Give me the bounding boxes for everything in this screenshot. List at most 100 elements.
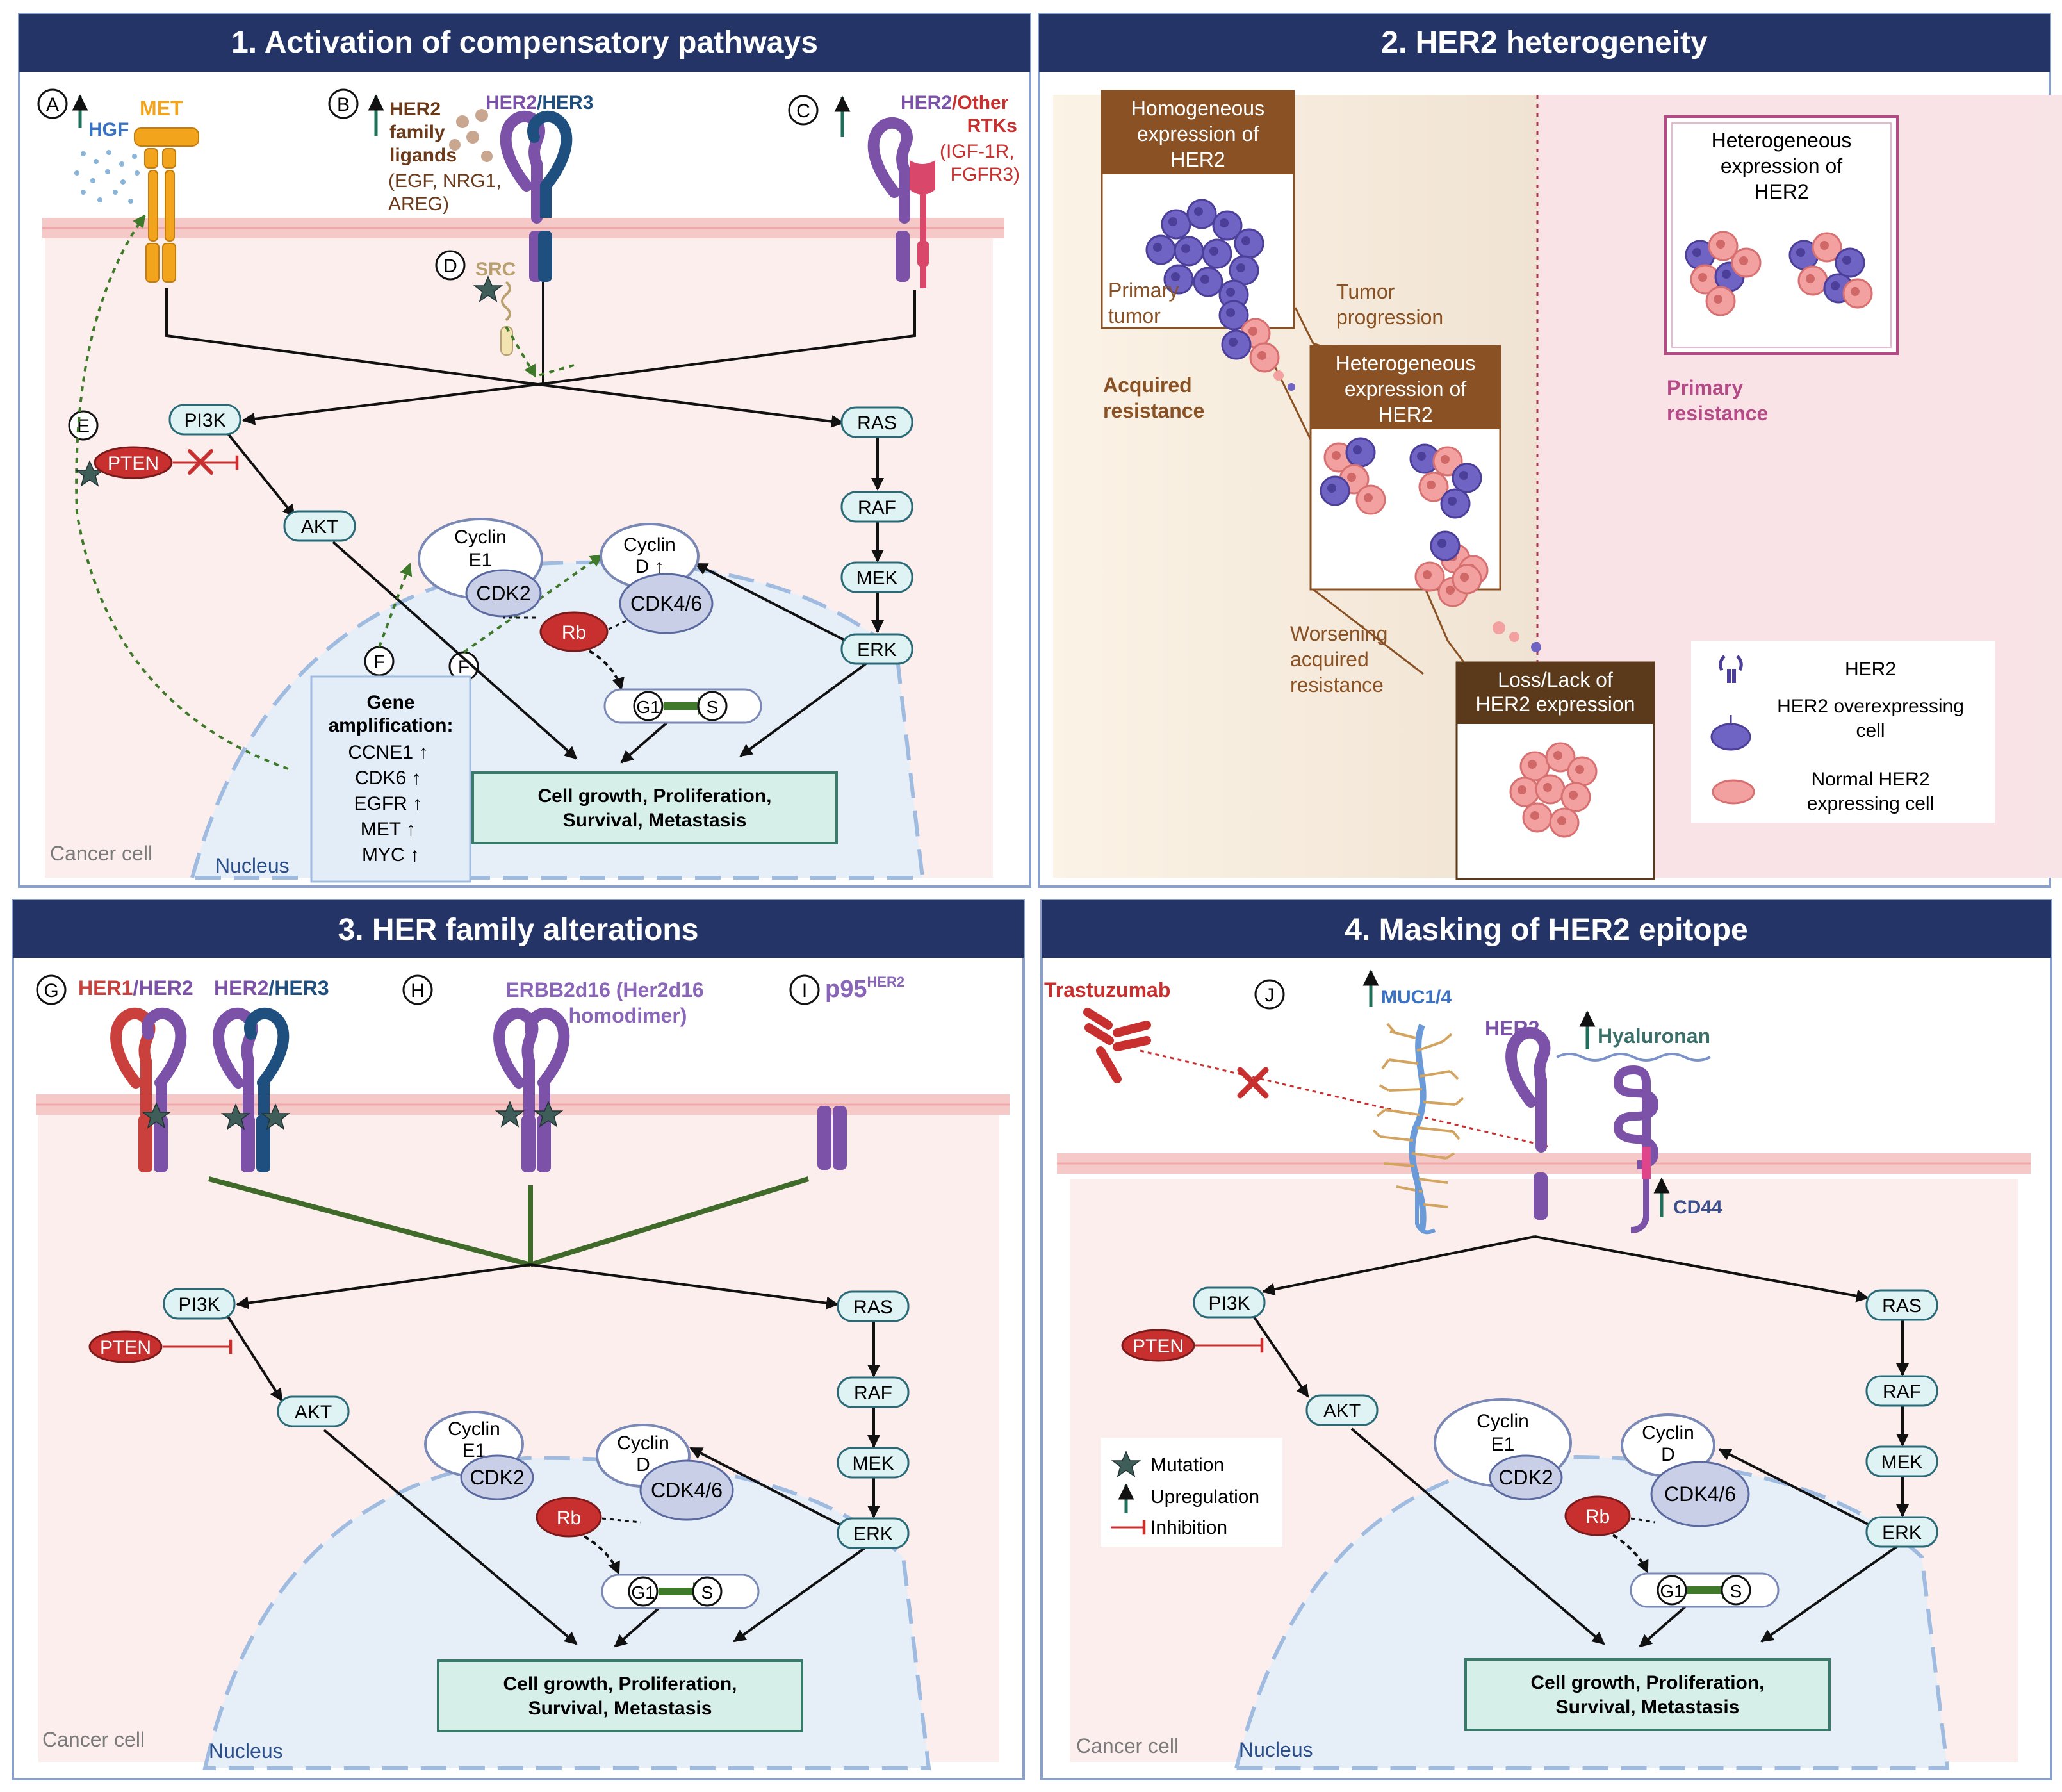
svg-text:ERK: ERK <box>853 1524 893 1545</box>
raf-node: RAF <box>840 491 913 523</box>
ligand-list-label: (EGF, NRG1, AREG) <box>388 170 507 215</box>
cell-cycle-g1-s: G1 S <box>603 688 762 724</box>
svg-text:Mutation: Mutation <box>1150 1454 1224 1476</box>
hgf-label: HGF <box>88 119 129 140</box>
panel-4-legend: Mutation Upregulation Inhibition <box>1101 1438 1282 1547</box>
her2-family-ligands-label: HER2 family ligands <box>389 99 457 166</box>
svg-text:Upregulation: Upregulation <box>1150 1486 1259 1508</box>
panel-3-title: 3. HER family alterations <box>338 913 699 947</box>
outcome-box: Cell growth, Proliferation,Survival, Met… <box>1464 1658 1831 1731</box>
muc-label: MUC1/4 <box>1381 987 1452 1008</box>
panel-4-title: 4. Masking of HER2 epitope <box>1345 913 1747 947</box>
nucleus-label: Nucleus <box>1239 1738 1313 1761</box>
svg-text:ERK: ERK <box>1882 1522 1922 1543</box>
cdk2-node: CDK2 <box>1489 1454 1563 1500</box>
svg-text:H: H <box>411 980 425 1001</box>
cancer-cell-label: Cancer cell <box>50 842 152 865</box>
svg-text:RAS: RAS <box>853 1297 893 1318</box>
cdk46-node: CDK4/6 <box>1650 1461 1750 1527</box>
svg-text:MEK: MEK <box>1881 1452 1922 1473</box>
svg-text:PTEN: PTEN <box>100 1337 151 1358</box>
badge-b: B <box>328 88 359 119</box>
rb-node: Rb <box>539 611 609 652</box>
svg-text:Cell growth, Proliferation,Sur: Cell growth, Proliferation,Survival, Met… <box>1530 1672 1764 1718</box>
hyaluronan-chain-icon <box>1556 1053 1711 1062</box>
outcome-box: Cell growth, Proliferation,Survival, Met… <box>471 771 838 844</box>
svg-text:RAF: RAF <box>854 1383 892 1404</box>
svg-text:CDK4/6: CDK4/6 <box>630 592 702 615</box>
trastuzumab-antibody-icon <box>1083 1008 1151 1083</box>
svg-text:RAS: RAS <box>857 413 897 434</box>
overexpressing-cell-legend-icon <box>1710 715 1751 751</box>
svg-text:HER2: HER2 <box>1845 659 1896 680</box>
svg-text:AKT: AKT <box>301 516 338 538</box>
src-to-her-arrow <box>505 325 537 378</box>
cdk46-node: CDK4/6 <box>639 1459 734 1521</box>
svg-text:G1: G1 <box>1660 1581 1683 1601</box>
svg-text:PTEN: PTEN <box>108 453 159 474</box>
svg-text:E: E <box>77 416 90 437</box>
rtk-list-label: (IGF-1R, FGFR3) <box>940 141 1020 185</box>
svg-text:PI3K: PI3K <box>184 410 225 431</box>
panel-4-header <box>1042 900 2051 958</box>
pi3k-node: PI3K <box>163 1288 236 1320</box>
rb-cdk46-link <box>601 1517 641 1524</box>
ras-node: RAS <box>840 406 913 438</box>
rb-node: Rb <box>536 1497 602 1538</box>
her2-receptor-icon <box>867 117 913 282</box>
panel-2-header <box>1039 14 2050 72</box>
svg-text:RAF: RAF <box>1883 1381 1921 1402</box>
pten-node: PTEN <box>94 446 173 479</box>
badge-a: A <box>37 88 68 119</box>
cancer-cell-label: Cancer cell <box>1076 1734 1179 1757</box>
akt-node: AKT <box>277 1395 350 1427</box>
her2-her3-label: HER2/HER3 <box>214 976 329 999</box>
svg-text:G1: G1 <box>636 697 660 717</box>
cell-cycle-g1-s: G1 S <box>1630 1572 1780 1608</box>
panel-1-header <box>19 14 1030 72</box>
badge-h: H <box>402 974 433 1005</box>
her1-receptor-icon <box>110 1007 156 1172</box>
svg-text:G1: G1 <box>631 1582 655 1602</box>
badge-i: I <box>789 974 820 1005</box>
svg-text:AKT: AKT <box>1323 1401 1361 1422</box>
her2-receptor-icon <box>142 1007 187 1172</box>
cross-icon <box>188 449 213 475</box>
pten-node: PTEN <box>88 1330 163 1363</box>
panel-2-title: 2. HER2 heterogeneity <box>1381 26 1708 60</box>
p95-label: p95HER2 <box>825 974 904 1003</box>
svg-text:Cell growth, Proliferation,Sur: Cell growth, Proliferation,Survival, Met… <box>537 785 771 831</box>
erk-node: ERK <box>840 633 913 665</box>
f-cyclin-e1-arrow <box>378 563 413 648</box>
met-label: MET <box>140 97 183 120</box>
outcome-box: Cell growth, Proliferation,Survival, Met… <box>437 1659 803 1732</box>
cdk2-node: CDK2 <box>460 1454 534 1500</box>
other-rtk-receptor-icon <box>910 160 935 288</box>
mek-node: MEK <box>840 561 913 593</box>
met-amplification-arrow <box>75 214 289 770</box>
svg-text:Rb: Rb <box>1585 1506 1610 1527</box>
svg-text:MEK: MEK <box>852 1453 894 1474</box>
panel-4-pathway-lines <box>1253 1235 1909 1648</box>
svg-text:PI3K: PI3K <box>1208 1293 1250 1314</box>
ras-node: RAS <box>1865 1289 1938 1321</box>
svg-text:PTEN: PTEN <box>1133 1336 1184 1357</box>
cross-icon <box>1237 1067 1269 1099</box>
